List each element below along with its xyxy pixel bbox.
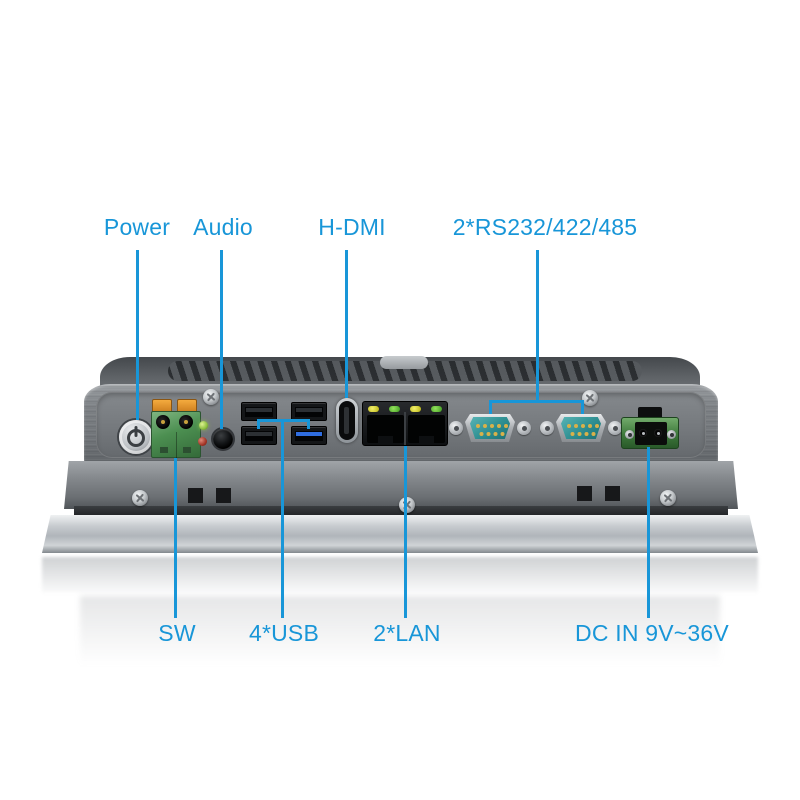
db9-face: [561, 417, 601, 439]
lan-led-green-icon: [431, 406, 442, 412]
lan-port-block: [362, 401, 448, 446]
front-bezel-edge: [42, 515, 758, 553]
db9-serial-icon: [465, 414, 515, 442]
callout-hdmi-label: H-DMI: [318, 214, 386, 240]
db9-face: [470, 417, 510, 439]
terminal-slot: [183, 447, 191, 453]
callout-usb-label: 4*USB: [248, 620, 320, 646]
dc-screw-hole: [625, 430, 634, 439]
terminal-body: [151, 411, 201, 458]
hex-standoff-icon: [540, 421, 554, 435]
dc-body: [621, 417, 679, 449]
hex-standoff-icon: [608, 421, 622, 435]
screw-icon: [132, 490, 148, 506]
cover-latch: [380, 356, 428, 369]
leader-line-serial-drop-left: [489, 400, 492, 414]
rj45-port-icon: [408, 415, 445, 443]
hex-standoff-icon: [517, 421, 531, 435]
callout-power-label: Power: [103, 214, 171, 240]
db9-pins: [567, 424, 571, 428]
mount-hole: [216, 488, 231, 503]
dc-tab: [638, 407, 662, 420]
lan-led-green-icon: [389, 406, 400, 412]
dc-opening: [635, 422, 667, 445]
reflection: [80, 596, 720, 666]
terminal-hole: [179, 415, 193, 429]
power-button-icon: [119, 420, 153, 454]
leader-line-lan: [404, 446, 407, 618]
usb-tongue: [246, 432, 272, 436]
lan-divider: [404, 412, 406, 445]
terminal-block-icon: [151, 399, 201, 459]
usb-opening: [295, 407, 323, 417]
db9-pins: [476, 424, 480, 428]
audio-jack-icon: [213, 429, 233, 449]
usb-opening: [245, 431, 273, 441]
rj45-port-icon: [367, 415, 404, 443]
leader-line-power: [136, 250, 139, 420]
reflection: [42, 557, 758, 593]
leader-line-serial-branch: [489, 400, 584, 403]
callout-lan-label: 2*LAN: [373, 620, 441, 646]
leader-line-sw: [174, 458, 177, 618]
dc-screw-hole: [667, 430, 676, 439]
vent-grille-icon: [168, 361, 642, 381]
led-red-icon: [198, 437, 207, 446]
hdmi-slot: [344, 407, 349, 434]
leader-line-usb-stub-left: [257, 419, 260, 429]
screw-icon: [660, 490, 676, 506]
hex-standoff-icon: [449, 421, 463, 435]
db9-serial-icon: [556, 414, 606, 442]
usb-tongue: [246, 408, 272, 412]
screw-icon: [203, 389, 219, 405]
mount-hole: [577, 486, 592, 501]
dc-pin-hole: [639, 429, 647, 437]
dc-terminal-icon: [621, 407, 679, 449]
dc-pin-hole: [654, 429, 662, 437]
lan-led-yellow-icon: [368, 406, 379, 412]
lan-led-yellow-icon: [410, 406, 421, 412]
usb-tongue: [296, 408, 322, 412]
hdmi-port-icon: [336, 398, 358, 443]
mount-hole: [605, 486, 620, 501]
callout-dc-label: DC IN 9V~36V: [575, 620, 729, 646]
mount-hole: [188, 488, 203, 503]
leader-line-dc: [647, 447, 650, 618]
callout-serial-label: 2*RS232/422/485: [452, 214, 638, 240]
leader-line-usb-stub-right: [307, 419, 310, 429]
power-glyph-icon: [127, 426, 145, 447]
screw-icon: [399, 497, 415, 513]
leader-line-hdmi: [345, 250, 348, 398]
terminal-slot: [160, 447, 168, 453]
usb-opening: [295, 431, 323, 441]
leader-line-audio: [220, 250, 223, 429]
leader-line-serial: [536, 250, 539, 403]
leader-line-usb: [281, 419, 284, 618]
terminal-divider: [176, 432, 177, 458]
usb-opening: [245, 407, 273, 417]
usb-tongue: [296, 432, 322, 436]
led-green-icon: [199, 421, 208, 430]
callout-sw-label: SW: [158, 620, 196, 646]
terminal-hole: [156, 415, 170, 429]
leader-line-serial-drop-right: [581, 400, 584, 414]
callout-audio-label: Audio: [193, 214, 253, 240]
screw-icon: [582, 390, 598, 406]
